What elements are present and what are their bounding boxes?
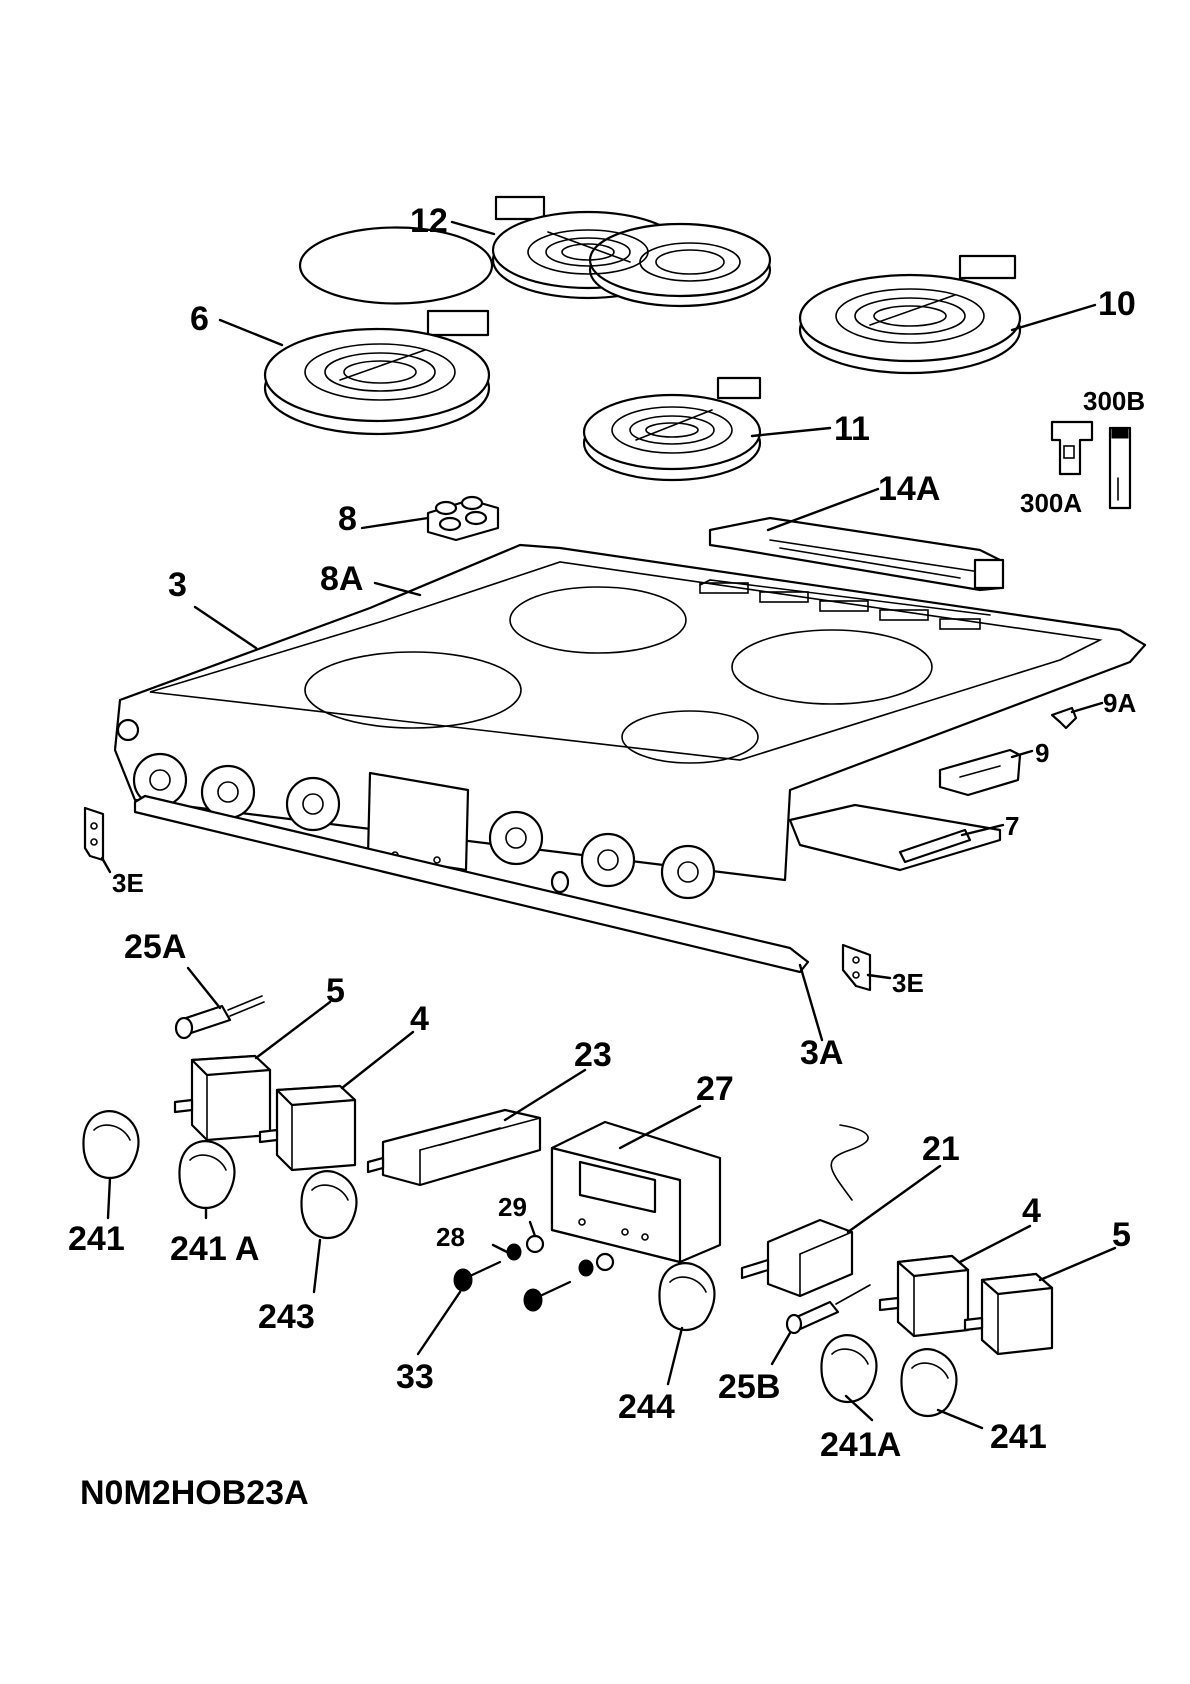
screw-33 <box>453 1260 572 1312</box>
callout-241-left: 241 <box>68 1220 125 1258</box>
indicator-lamp-25b <box>785 1284 871 1335</box>
thermostat-21 <box>740 1124 869 1298</box>
callout-244: 244 <box>618 1388 675 1426</box>
callout-9a: 9A <box>1103 688 1136 718</box>
clip-3e-left <box>83 806 105 862</box>
callout-25b: 25B <box>718 1368 780 1406</box>
bracket-300b <box>1108 426 1132 510</box>
callout-21: 21 <box>922 1130 960 1168</box>
callout-33: 33 <box>396 1358 434 1396</box>
diagram-code: N0M2HOB23A <box>80 1474 309 1512</box>
radiant-element-11 <box>582 376 762 482</box>
indicator-lamp-25a <box>174 995 265 1040</box>
callout-4-right: 4 <box>1022 1192 1041 1230</box>
callout-6: 6 <box>190 300 209 338</box>
callout-12: 12 <box>410 202 448 240</box>
radiant-element-6 <box>263 309 491 436</box>
callout-8a: 8A <box>320 560 363 598</box>
callout-25a: 25A <box>124 928 186 966</box>
leader-lines <box>100 220 1117 1430</box>
radiant-element-10 <box>798 254 1022 375</box>
infinite-switch-4-left <box>258 1084 357 1172</box>
callout-3a: 3A <box>800 1034 843 1072</box>
bracket-300a <box>1050 420 1094 476</box>
callout-7: 7 <box>1005 811 1019 841</box>
callout-5-left: 5 <box>326 972 345 1010</box>
callout-241a-right: 241A <box>820 1426 901 1464</box>
callout-28: 28 <box>436 1222 465 1252</box>
clock-display-27 <box>550 1120 722 1264</box>
cooktop-main-top-3 <box>113 543 1147 900</box>
radiant-element-12 <box>298 195 772 308</box>
callout-4-left: 4 <box>410 1000 429 1038</box>
knob-241-left <box>82 1110 140 1180</box>
callout-241-right: 241 <box>990 1418 1047 1456</box>
nut-29 <box>525 1234 615 1272</box>
callout-14a: 14A <box>878 470 940 508</box>
infinite-switch-5-right <box>963 1272 1054 1356</box>
clip-3e-right <box>841 943 872 992</box>
callout-23: 23 <box>574 1036 612 1074</box>
callout-300b: 300B <box>1083 386 1145 416</box>
callout-10: 10 <box>1098 285 1136 323</box>
callout-11: 11 <box>834 410 870 448</box>
touch-control-14a <box>708 516 1005 592</box>
knob-241a-right <box>820 1334 878 1404</box>
callout-241a-left: 241 A <box>170 1230 259 1268</box>
callout-8: 8 <box>338 500 357 538</box>
knob-244 <box>658 1262 716 1332</box>
infinite-switch-4-right <box>878 1254 970 1338</box>
callout-3e-right: 3E <box>892 968 924 998</box>
callout-9: 9 <box>1035 738 1049 768</box>
callout-243: 243 <box>258 1298 315 1336</box>
callout-3: 3 <box>168 566 187 604</box>
nut-28 <box>506 1243 594 1277</box>
callout-3e-left: 3E <box>112 868 144 898</box>
terminal-block-8 <box>426 495 500 542</box>
callout-29: 29 <box>498 1192 527 1222</box>
clip-9a <box>1050 706 1078 730</box>
bracket-9 <box>938 748 1022 797</box>
callout-5-right: 5 <box>1112 1216 1131 1254</box>
knob-243 <box>300 1170 358 1240</box>
trim-strip-3a <box>133 794 810 974</box>
knob-241-right <box>900 1348 958 1418</box>
callout-300a: 300A <box>1020 488 1082 518</box>
knob-241a-left <box>178 1140 236 1210</box>
heat-shield-7 <box>788 803 1002 872</box>
callout-27: 27 <box>696 1070 734 1108</box>
infinite-switch-5-left <box>173 1054 272 1142</box>
selector-switch-23 <box>366 1108 542 1187</box>
